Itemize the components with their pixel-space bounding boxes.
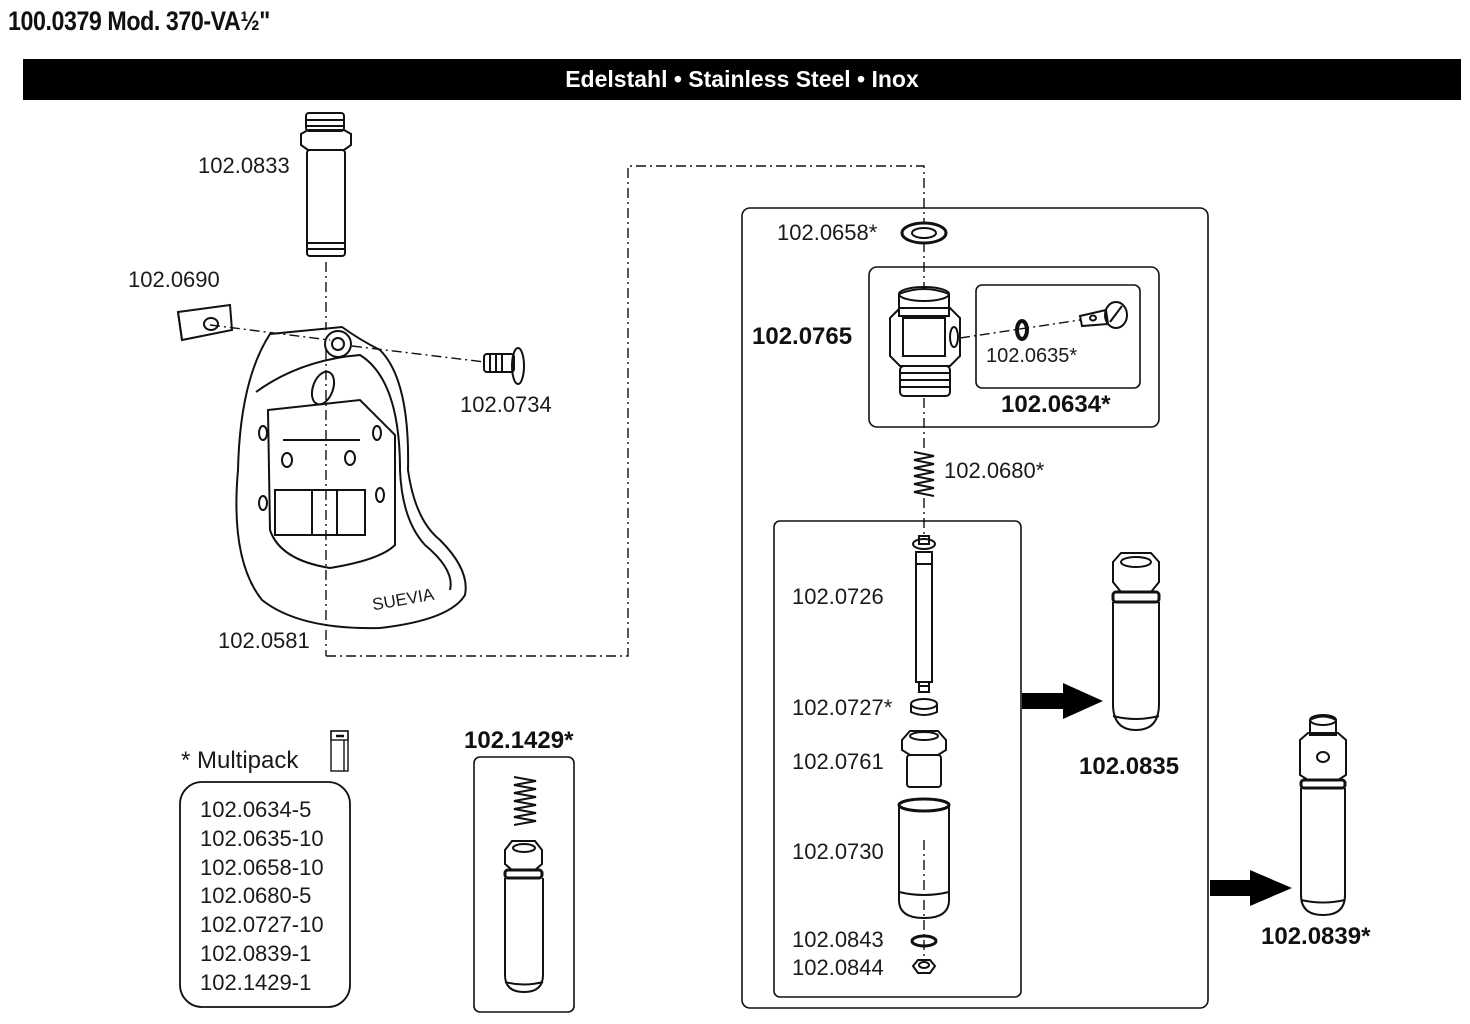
multipack-list: 102.0634-5 102.0635-10 102.0658-10 102.0… [200,796,324,998]
part-0839-assembly-icon [1299,714,1347,917]
label-0765: 102.0765 [752,323,853,350]
part-0835-assembly-icon [1111,552,1161,732]
part-0761-sleeve-icon [901,730,947,788]
arrow-to-0835-icon [1022,683,1103,719]
part-0730-sleeve-icon [897,797,951,920]
part-1429-kit-icon [503,776,544,994]
multipack-item: 102.0839-1 [200,940,312,966]
multipack-item: 102.0680-5 [200,883,312,909]
label-0680: 102.0680* [944,458,1045,483]
valve-insert-frame [773,520,1022,998]
multipack-title: * Multipack [181,747,299,774]
part-0844-nut-icon [911,959,937,974]
multipack-item: 102.0727-10 [200,912,324,938]
part-0635-o-ring-icon [1015,319,1029,341]
multipack-item: 102.0634-5 [200,797,312,822]
label-0843: 102.0843 [792,927,884,952]
part-0680-spring-icon [913,451,935,497]
label-1429: 102.1429* [464,727,574,754]
kit-1429-frame [473,756,575,1013]
part-0833-pipe-icon [300,112,352,257]
arrow-to-0839-icon [1210,870,1292,906]
material-banner: Edelstahl • Stainless Steel • Inox [23,59,1461,100]
label-0690: 102.0690 [128,267,220,292]
screw-kit-frame [975,284,1141,389]
part-0658-washer-icon [900,221,948,245]
label-0844: 102.0844 [792,955,884,980]
label-0726: 102.0726 [792,584,884,609]
label-0833: 102.0833 [198,153,290,178]
page-title: 100.0379 Mod. 370-VA½" [8,6,270,36]
multipack-item: 102.0635-10 [200,825,324,851]
multipack-item: 102.0658-10 [200,854,324,880]
label-0761: 102.0761 [792,749,884,774]
part-0581-bowl-icon [235,325,467,630]
label-0635: 102.0635* [986,345,1078,367]
leader-lines [209,165,1081,962]
label-0835: 102.0835 [1079,753,1180,780]
part-0634-screw-icon [1078,301,1128,329]
label-0581: 102.0581 [218,628,310,653]
part-0765-valve-body-icon [889,286,961,397]
label-0734: 102.0734 [460,392,552,417]
part-0726-stem-icon [912,535,936,693]
part-0690-plate-icon [176,303,234,342]
label-0839: 102.0839* [1261,923,1371,950]
label-0634: 102.0634* [1001,391,1111,418]
part-0727-ring-icon [910,698,938,716]
assembly-frame [741,207,1209,1009]
multipack-item: 102.1429-1 [200,969,312,995]
label-0730: 102.0730 [792,839,884,864]
part-0843-washer-icon [910,934,938,948]
part-0734-screw-icon [483,347,525,385]
box-icon [330,730,349,772]
valve-body-frame [868,266,1160,428]
label-0727: 102.0727* [792,695,893,720]
multipack-frame [179,781,351,1008]
label-0658: 102.0658* [777,220,878,245]
